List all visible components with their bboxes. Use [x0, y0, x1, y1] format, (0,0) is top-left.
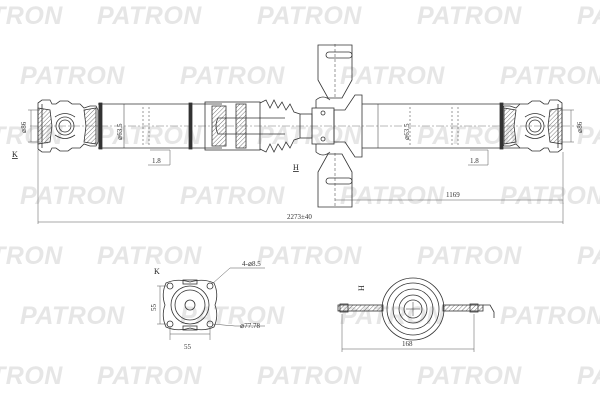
dim-total-length-label: 2273±40: [287, 213, 312, 221]
view-k-label: K: [12, 150, 18, 159]
dim-right-tube-dia-label: ⌀63.5: [403, 123, 411, 140]
detail-k-label: K: [154, 267, 160, 276]
dim-weld-right: [468, 149, 489, 166]
dim-rear-section-label: 1169: [446, 191, 460, 199]
detail-h-bearing-mount: [337, 277, 495, 341]
dim-bolt-holes-label: 4-⌀8.5: [242, 260, 261, 268]
dim-left-tube-dia-label: ⌀63.5: [116, 123, 124, 140]
right-tube: [362, 102, 520, 150]
left-universal-joint: [37, 99, 99, 153]
dim-flange-width-label: 55: [184, 343, 192, 351]
detail-k-dims: [157, 267, 265, 340]
left-tube: [98, 102, 222, 150]
dim-pcd-label: ⌀77.78: [240, 322, 260, 330]
dim-flange-height-label: 55: [150, 304, 158, 312]
right-universal-joint: [501, 99, 563, 153]
detail-k-flange-face: [162, 279, 218, 331]
dim-weld-left-label: 1.8: [152, 157, 161, 165]
dim-weld-left: [148, 149, 171, 166]
dim-right-flange-dia-label: ⌀86: [576, 121, 584, 133]
dim-left-flange-dia-label: ⌀86: [20, 121, 28, 133]
dim-lengths: [37, 150, 564, 224]
slip-joint: [204, 99, 313, 153]
center-support-bearing: [311, 44, 363, 208]
dim-bearing-width-label: 168: [402, 340, 413, 348]
dim-right-flange-dia: [560, 109, 574, 143]
detail-h-label: H: [357, 285, 366, 291]
dim-weld-right-label: 1.8: [470, 157, 479, 165]
detail-h-dims: [341, 314, 475, 352]
view-h-label: H: [293, 163, 299, 172]
dim-left-flange-dia: [28, 109, 40, 143]
